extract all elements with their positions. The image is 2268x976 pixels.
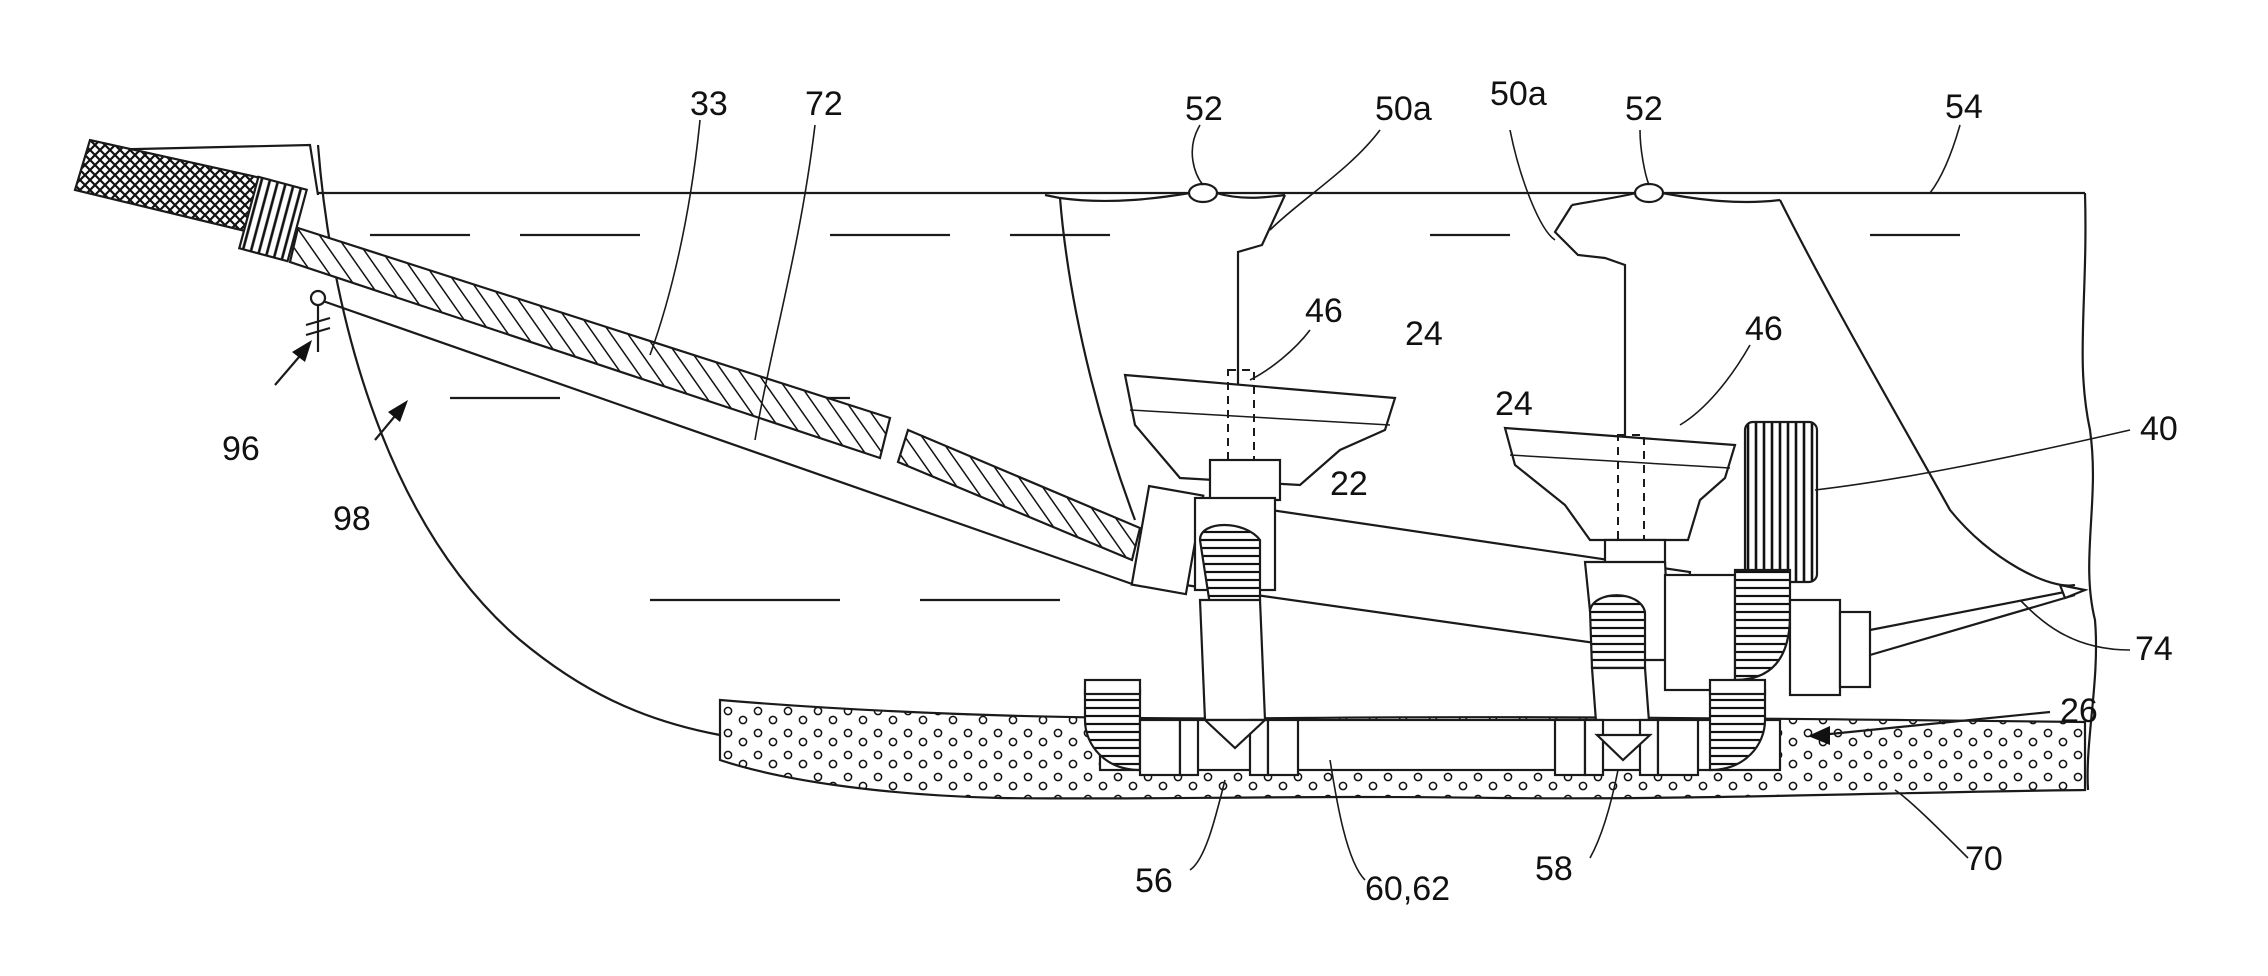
hose-outer <box>75 140 270 235</box>
float-24-right <box>1505 428 1735 540</box>
anchor-point <box>311 291 325 305</box>
screen-elbow <box>1735 570 1790 680</box>
end-fitting-a <box>1665 575 1735 690</box>
arrow-98 <box>375 400 408 440</box>
label-50a-left: 50a <box>1375 90 1432 128</box>
elbow-right <box>1590 595 1645 668</box>
label-98: 98 <box>333 500 371 538</box>
label-33: 33 <box>690 85 728 123</box>
shore-bank <box>318 145 720 735</box>
buoy-rope-left <box>1060 193 1285 201</box>
hose-pipe-upper <box>290 228 890 458</box>
end-fitting-c <box>1840 612 1870 687</box>
buoy-rope-right <box>1572 193 1780 205</box>
label-54: 54 <box>1945 88 1983 126</box>
label-46-right: 46 <box>1745 310 1783 348</box>
label-74: 74 <box>2135 630 2173 668</box>
label-58: 58 <box>1535 850 1573 888</box>
label-56: 56 <box>1135 862 1173 900</box>
label-72: 72 <box>805 85 843 123</box>
tether-cable <box>320 300 1135 585</box>
buoy-left <box>1189 184 1217 202</box>
hose-pipe-lower <box>898 430 1140 560</box>
label-96: 96 <box>222 430 260 468</box>
label-50a-right: 50a <box>1490 75 1547 113</box>
cable-50a-right <box>1555 205 1625 440</box>
end-fitting-b <box>1790 600 1840 695</box>
label-40: 40 <box>2140 410 2178 448</box>
label-46-left: 46 <box>1305 292 1343 330</box>
buoy-right <box>1635 184 1663 202</box>
intake-screen-40 <box>1745 422 1817 582</box>
mooring-line-left <box>1045 195 1135 520</box>
label-24-right: 24 <box>1495 385 1533 423</box>
label-60-62: 60,62 <box>1365 870 1450 908</box>
label-70: 70 <box>1965 840 2003 878</box>
elbow-left <box>1200 525 1260 607</box>
arrow-96 <box>275 340 312 385</box>
mooring-line-right <box>1780 200 2075 586</box>
label-26: 26 <box>2060 692 2098 730</box>
label-52-left: 52 <box>1185 90 1223 128</box>
label-22: 22 <box>1330 465 1368 503</box>
label-24-left: 24 <box>1405 315 1443 353</box>
label-52-right: 52 <box>1625 90 1663 128</box>
